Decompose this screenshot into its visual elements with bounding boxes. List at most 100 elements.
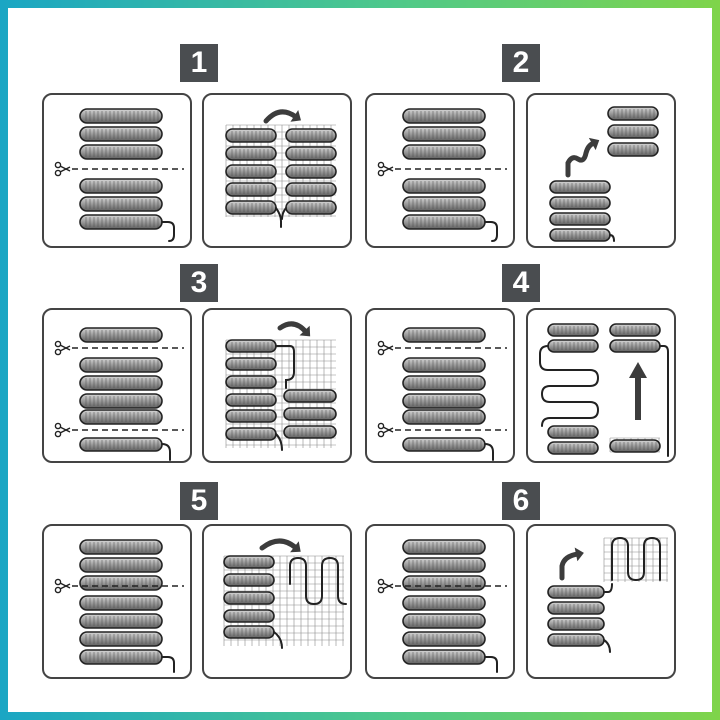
- coil-stack: [79, 595, 163, 665]
- coil-tube: [402, 613, 486, 629]
- coil-stack: [79, 327, 163, 343]
- coil-tube: [79, 178, 163, 194]
- coil-tube: [79, 144, 163, 160]
- coil-tube: [225, 128, 277, 143]
- cut-line: [54, 578, 184, 594]
- cut-line: [377, 578, 507, 594]
- left-stack-tail: [275, 207, 282, 228]
- coil-stack: [283, 389, 337, 439]
- left-stack-tail: [275, 433, 283, 451]
- coil-tube: [225, 393, 277, 407]
- coil-tube: [402, 649, 486, 665]
- curved-arrow-icon: [565, 137, 600, 178]
- step-3-before-panel: [42, 308, 192, 463]
- coil-tube: [285, 146, 337, 161]
- coil-tube: [79, 126, 163, 142]
- step-3-after-drawing: [225, 321, 337, 451]
- coil-tube: [607, 106, 659, 121]
- coil-tube: [402, 437, 486, 452]
- step-1-before-panel: [42, 93, 192, 248]
- step-5-number: 5: [180, 482, 218, 520]
- coil-tube: [547, 441, 599, 455]
- coil-tube: [79, 649, 163, 665]
- step-6-number: 6: [502, 482, 540, 520]
- curved-arrow-icon: [277, 321, 311, 337]
- scissors-icon: [377, 161, 394, 177]
- coil-tube: [225, 339, 277, 353]
- step-5-before-panel: [42, 524, 192, 679]
- coil-stack: [607, 106, 659, 157]
- coil-tube: [402, 393, 486, 409]
- coil-tail: [603, 639, 611, 653]
- coil-tube: [223, 591, 275, 605]
- grid-background: [603, 537, 668, 582]
- coil-tube: [609, 323, 661, 337]
- coil-tube: [79, 196, 163, 212]
- step-3-after-panel: [202, 308, 352, 463]
- coil-tube: [79, 214, 163, 230]
- coil-tube: [402, 595, 486, 611]
- coil-tail: [484, 443, 494, 461]
- coil-tube: [402, 327, 486, 343]
- coil-tube: [223, 625, 275, 639]
- coil-stack: [402, 357, 486, 425]
- coil-stack: [402, 595, 486, 665]
- scissors-icon: [54, 422, 71, 438]
- coil-tube: [402, 178, 486, 194]
- step-5-before-drawing: [54, 539, 184, 673]
- cut-line: [54, 161, 184, 177]
- coil-stack: [225, 339, 277, 441]
- curved-arrow-icon: [559, 547, 584, 581]
- cut-line: [377, 161, 507, 177]
- coil-stack: [402, 327, 486, 343]
- coil-tube: [79, 631, 163, 647]
- serpentine-cable: [539, 345, 600, 427]
- scissors-icon: [377, 340, 394, 356]
- right-stack-tail: [281, 207, 287, 220]
- coil-tube: [547, 601, 605, 615]
- coil-tube: [79, 108, 163, 124]
- coil-tube: [79, 357, 163, 373]
- step-5-after-drawing: [223, 538, 347, 649]
- coil-tube: [607, 124, 659, 139]
- coil-tube: [285, 128, 337, 143]
- scissors-icon: [54, 340, 71, 356]
- coil-stack: [547, 425, 599, 455]
- return-cable: [659, 345, 669, 457]
- step-3-number: 3: [180, 264, 218, 302]
- coil-tube: [79, 539, 163, 555]
- coil-tube: [225, 375, 277, 389]
- step-4-before-panel: [365, 308, 515, 463]
- coil-stack: [609, 323, 661, 353]
- coil-tube: [547, 323, 599, 337]
- coil-tube: [79, 613, 163, 629]
- coil-stack: [547, 585, 605, 647]
- coil-stack: [79, 178, 163, 230]
- coil-tube: [225, 200, 277, 215]
- connector-cable: [603, 583, 613, 593]
- up-arrow-icon: [629, 362, 647, 420]
- coil-stack: [609, 439, 661, 453]
- step-4-before-drawing: [377, 327, 507, 461]
- coil-stack: [402, 108, 486, 160]
- step-6-before-drawing: [377, 539, 507, 673]
- coil-tube: [402, 108, 486, 124]
- coil-tube: [547, 585, 605, 599]
- coil-tube: [285, 164, 337, 179]
- coil-tail: [161, 221, 175, 242]
- cut-line: [54, 340, 184, 356]
- coil-tube: [225, 357, 277, 371]
- curved-arrow-icon: [263, 109, 302, 124]
- coil-tube: [79, 595, 163, 611]
- coil-tube: [225, 427, 277, 441]
- coil-tube: [79, 575, 163, 591]
- step-1-before-drawing: [54, 108, 184, 242]
- coil-tube: [547, 425, 599, 439]
- coil-tube: [402, 557, 486, 573]
- coil-tube: [223, 555, 275, 569]
- coil-tube: [79, 393, 163, 409]
- coil-stack: [285, 128, 337, 215]
- coil-tube: [402, 375, 486, 391]
- coil-stack: [79, 437, 163, 452]
- coil-tube: [79, 409, 163, 425]
